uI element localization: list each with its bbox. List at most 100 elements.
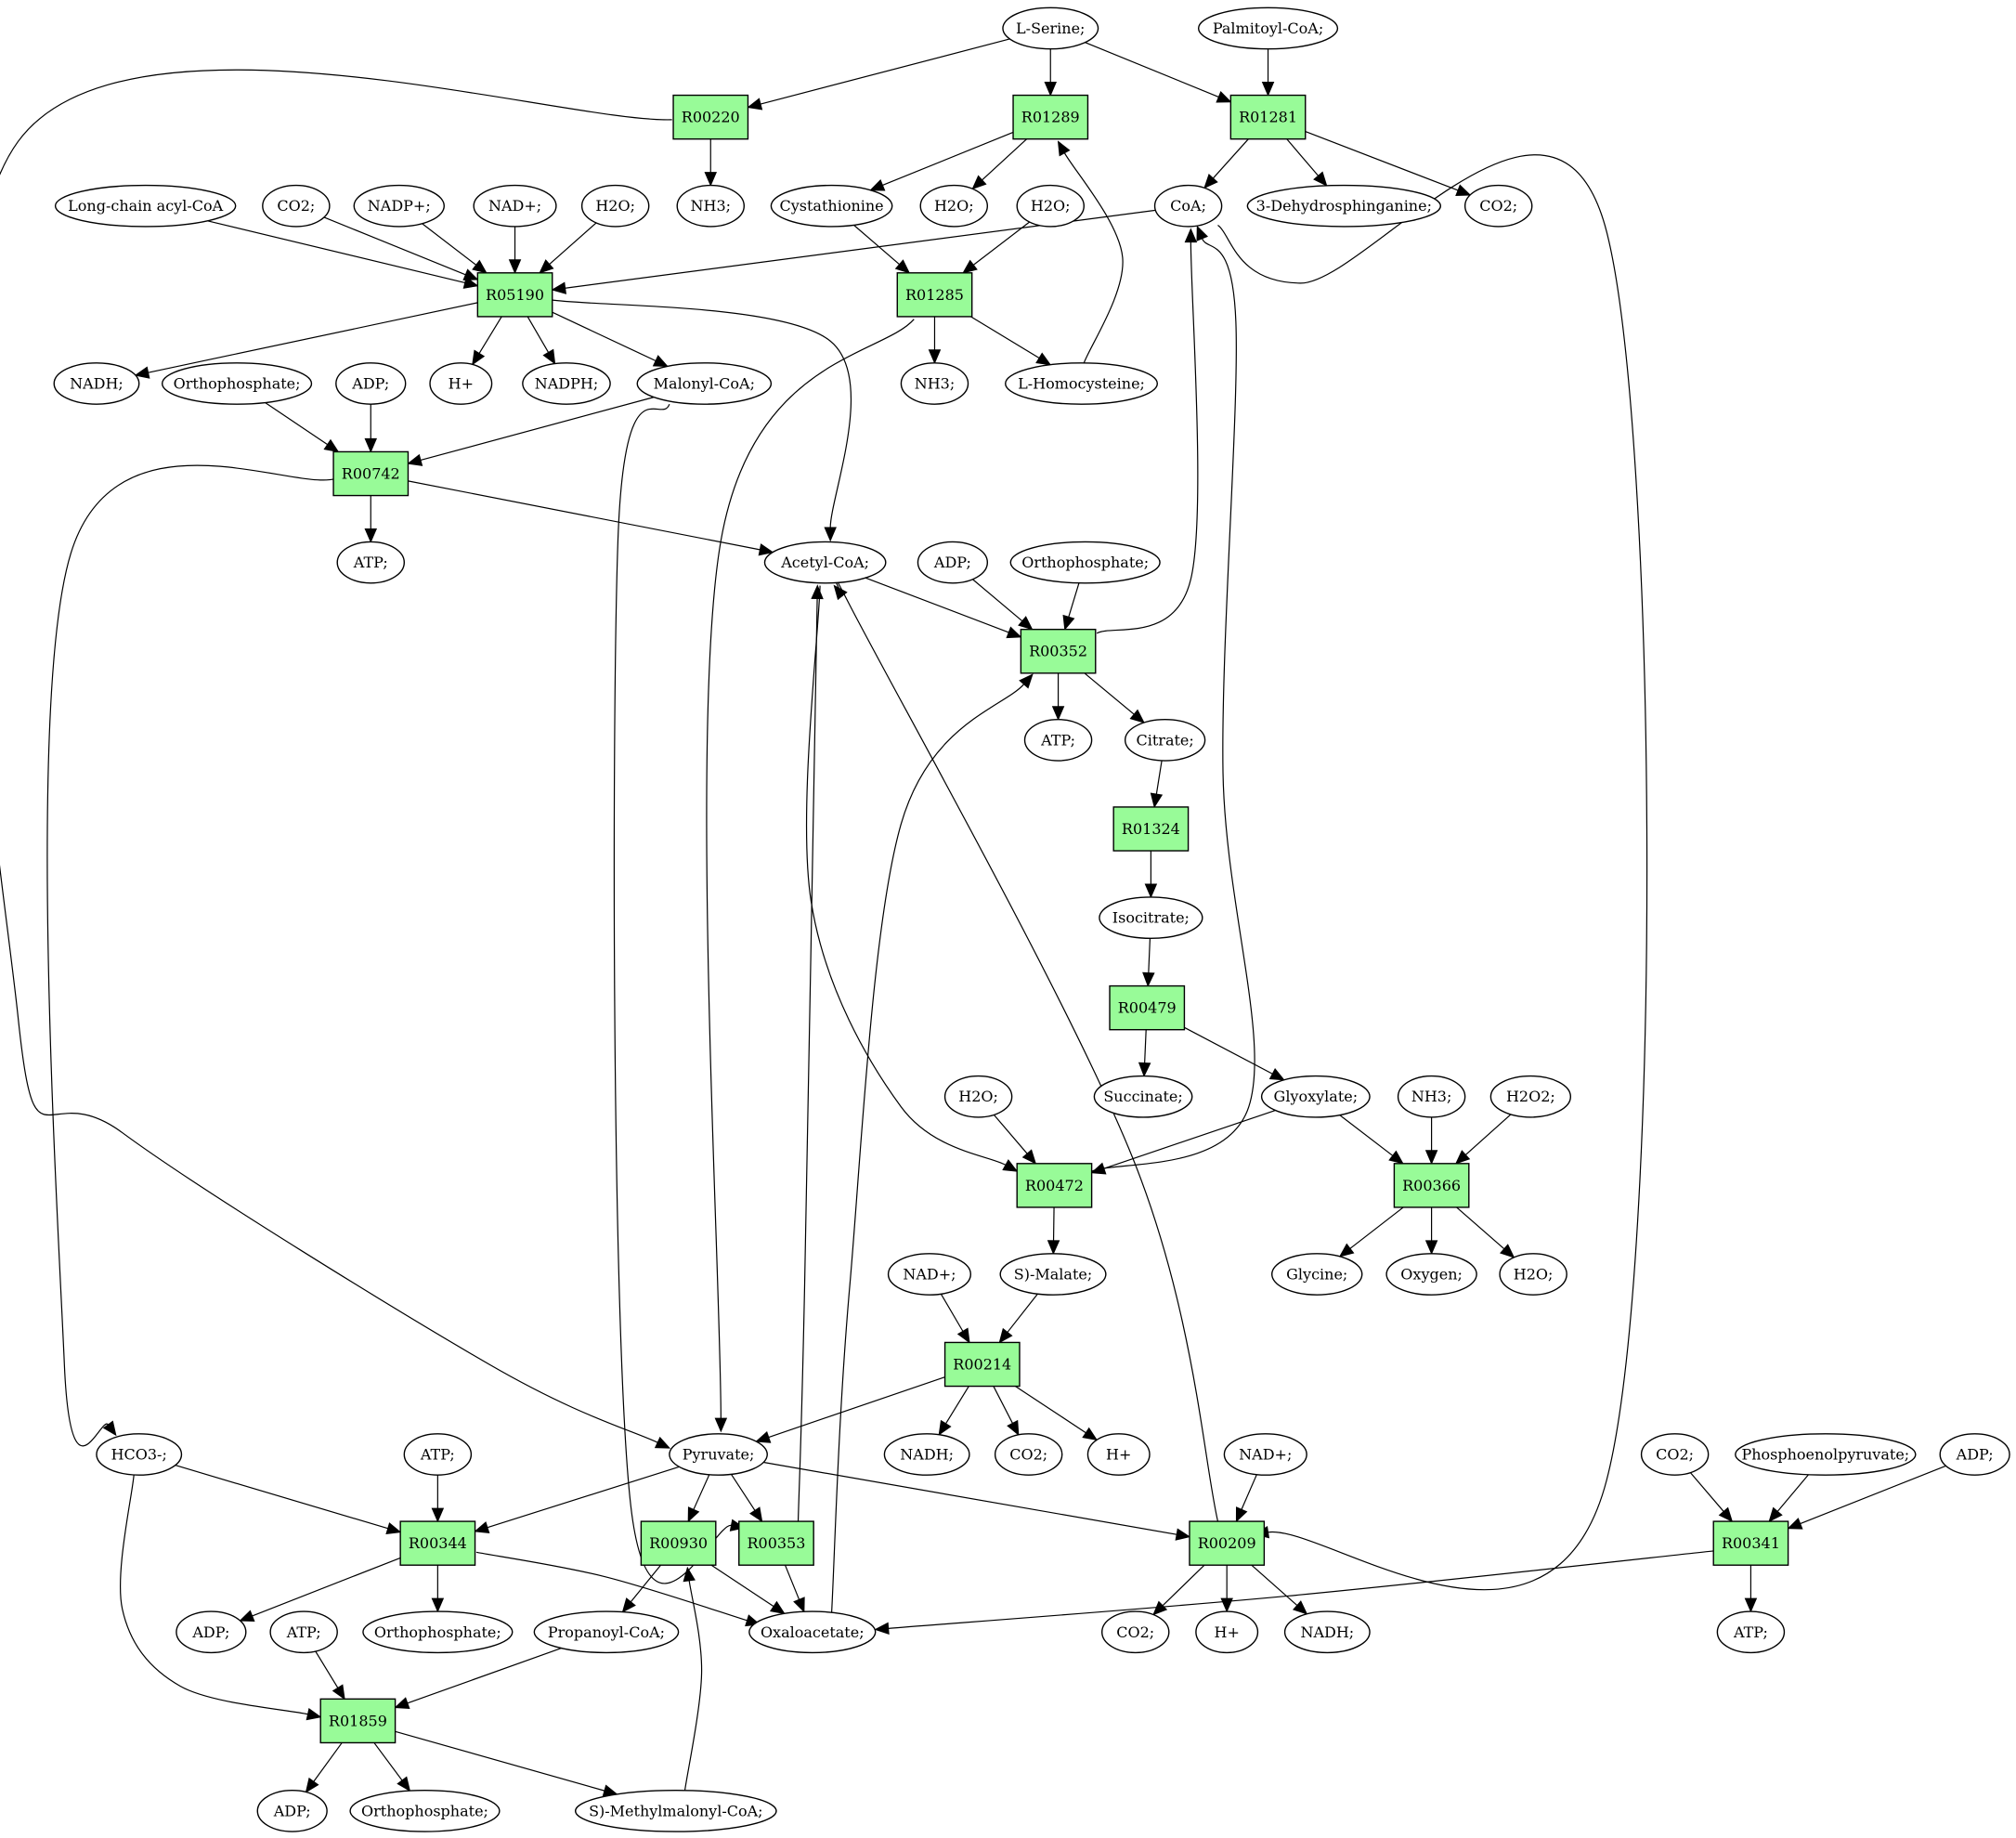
reaction-node-r00930[interactable]: R00930: [640, 1520, 717, 1566]
edge-hco3-to-r00344: [175, 1465, 402, 1535]
node-label: R00930: [649, 1534, 708, 1552]
compound-ellipse: [269, 1610, 338, 1654]
compound-node-co2[interactable]: CO2;: [1101, 1610, 1170, 1654]
reaction-box: [1109, 984, 1186, 1031]
compound-node-h2o[interactable]: H2O;: [943, 1075, 1013, 1118]
compound-node-atp[interactable]: ATP;: [1716, 1610, 1786, 1654]
compound-node-nh3[interactable]: NH3;: [676, 184, 746, 228]
node-label: NADH;: [70, 374, 124, 392]
edge-r00352-to-atp-b: [1051, 672, 1065, 721]
compound-node-nadp[interactable]: NADP+;: [353, 184, 445, 228]
compound-node-acetyl-coa[interactable]: Acetyl-CoA;: [763, 541, 887, 584]
compound-node-hco3[interactable]: HCO3-;: [96, 1433, 183, 1476]
compound-node-cystathionine[interactable]: Cystathionine: [770, 184, 893, 228]
edge-line: [613, 403, 732, 1584]
compound-node-atp[interactable]: ATP;: [269, 1610, 338, 1654]
reaction-node-r00352[interactable]: R00352: [1020, 628, 1097, 674]
compound-node-l-homocysteine[interactable]: L-Homocysteine;: [1005, 362, 1159, 405]
compound-node-h2o[interactable]: H2O;: [1016, 184, 1085, 228]
reaction-node-r00353[interactable]: R00353: [738, 1520, 814, 1566]
reaction-node-r00479[interactable]: R00479: [1109, 984, 1186, 1031]
compound-node-adp[interactable]: ADP;: [176, 1610, 247, 1654]
compound-node-orthophosphate[interactable]: Orthophosphate;: [161, 362, 313, 405]
compound-node-h2o[interactable]: H2O;: [580, 184, 650, 228]
node-label: ADP;: [351, 374, 389, 392]
compound-node-malonyl-coa[interactable]: Malonyl-CoA;: [636, 362, 773, 405]
arrow-head-icon: [1388, 1150, 1404, 1165]
reaction-node-r01859[interactable]: R01859: [319, 1698, 397, 1744]
compound-node-h[interactable]: H+: [1086, 1433, 1151, 1476]
compound-node-atp[interactable]: ATP;: [1023, 718, 1093, 762]
compound-node-adp[interactable]: ADP;: [335, 362, 407, 405]
edge-line: [853, 224, 900, 266]
edge-nad-c-to-r00209: [1235, 1474, 1257, 1523]
compound-node-nh3[interactable]: NH3;: [1397, 1075, 1466, 1118]
compound-node-co2[interactable]: CO2;: [994, 1433, 1063, 1476]
compound-node-nad[interactable]: NAD+;: [473, 184, 557, 228]
compound-node-propanoyl-coa[interactable]: Propanoyl-CoA;: [533, 1610, 680, 1654]
compound-node-oxygen[interactable]: Oxygen;: [1385, 1253, 1477, 1296]
compound-node-3-dehydrosphinganine[interactable]: 3-Dehydrosphinganine;: [1246, 184, 1442, 228]
reaction-node-r00344[interactable]: R00344: [399, 1520, 476, 1566]
reaction-node-r00220[interactable]: R00220: [672, 94, 749, 140]
compound-node-palmitoyl-coa[interactable]: Palmitoyl-CoA;: [1197, 7, 1339, 50]
reaction-node-r00209[interactable]: R00209: [1189, 1520, 1266, 1566]
reaction-node-r00742[interactable]: R00742: [332, 450, 410, 497]
compound-node-atp[interactable]: ATP;: [336, 541, 406, 584]
compound-node-oxaloacetate[interactable]: Oxaloacetate;: [748, 1610, 877, 1654]
compound-node-h2o[interactable]: H2O;: [919, 184, 989, 228]
arrow-head-icon: [874, 1622, 890, 1636]
compound-node-l-serine[interactable]: L-Serine;: [1002, 7, 1099, 50]
compound-node-co2[interactable]: CO2;: [1463, 184, 1533, 228]
arrow-head-icon: [1768, 1506, 1783, 1523]
compound-node-s-methylmalonyl-coa[interactable]: S)-Methylmalonyl-CoA;: [574, 1790, 777, 1832]
arrow-head-icon: [1268, 1068, 1285, 1081]
compound-node-coa[interactable]: CoA;: [1153, 184, 1223, 228]
compound-node-pyruvate[interactable]: Pyruvate;: [669, 1433, 768, 1476]
node-label: Oxaloacetate;: [761, 1623, 865, 1641]
compound-node-succinate[interactable]: Succinate;: [1093, 1075, 1193, 1118]
compound-node-orthophosphate[interactable]: Orthophosphate;: [349, 1790, 501, 1832]
reaction-node-r01324[interactable]: R01324: [1112, 806, 1190, 852]
compound-node-adp[interactable]: ADP;: [1939, 1433, 2010, 1476]
compound-node-citrate[interactable]: Citrate;: [1124, 718, 1206, 762]
edge-r00366-to-glycine: [1338, 1206, 1404, 1258]
compound-ellipse: [1005, 362, 1159, 405]
reaction-node-r00472[interactable]: R00472: [1016, 1163, 1093, 1208]
reaction-node-r01289[interactable]: R01289: [1012, 94, 1089, 140]
compound-node-glycine[interactable]: Glycine;: [1270, 1253, 1363, 1296]
reaction-node-r01281[interactable]: R01281: [1229, 94, 1307, 140]
compound-node-s-malate[interactable]: S)-Malate;: [999, 1253, 1107, 1296]
reaction-node-r05190[interactable]: R05190: [476, 272, 553, 318]
compound-node-phosphoenolpyruvate[interactable]: Phosphoenolpyruvate;: [1735, 1433, 1917, 1476]
compound-node-h[interactable]: H+: [1195, 1610, 1259, 1654]
compound-node-nadh[interactable]: NADH;: [53, 362, 140, 405]
edge-r00344-to-adp-d: [239, 1557, 401, 1623]
compound-node-adp[interactable]: ADP;: [917, 541, 989, 584]
compound-node-h2o2[interactable]: H2O2;: [1489, 1075, 1572, 1118]
compound-node-nad[interactable]: NAD+;: [1223, 1433, 1307, 1476]
edge-pyruvate-to-r00344: [474, 1466, 680, 1533]
compound-node-nadh[interactable]: NADH;: [1283, 1610, 1371, 1654]
reaction-node-r00341[interactable]: R00341: [1712, 1520, 1789, 1566]
reaction-node-r01285[interactable]: R01285: [896, 272, 973, 318]
compound-node-orthophosphate[interactable]: Orthophosphate;: [1009, 541, 1161, 584]
compound-node-adp[interactable]: ADP;: [256, 1790, 328, 1832]
compound-node-nad[interactable]: NAD+;: [887, 1253, 971, 1296]
reaction-node-r00214[interactable]: R00214: [943, 1341, 1021, 1388]
compound-node-nadph[interactable]: NADPH;: [522, 362, 611, 405]
compound-node-co2[interactable]: CO2;: [262, 184, 331, 228]
compound-node-atp[interactable]: ATP;: [403, 1433, 473, 1476]
compound-node-orthophosphate[interactable]: Orthophosphate;: [362, 1610, 514, 1654]
compound-node-glyoxylate[interactable]: Glyoxylate;: [1260, 1075, 1371, 1118]
compound-node-co2[interactable]: CO2;: [1640, 1433, 1710, 1476]
compound-node-h2o[interactable]: H2O;: [1499, 1253, 1567, 1296]
compound-node-h[interactable]: H+: [429, 362, 493, 405]
compound-node-nh3[interactable]: NH3;: [900, 362, 969, 405]
compound-node-isocitrate[interactable]: Isocitrate;: [1099, 896, 1203, 939]
arrow-head-icon: [652, 355, 669, 367]
reaction-node-r00366[interactable]: R00366: [1393, 1163, 1470, 1208]
compound-node-long-chain-acyl-coa[interactable]: Long-chain acyl-CoA: [54, 184, 237, 228]
compound-node-nadh[interactable]: NADH;: [883, 1433, 970, 1476]
arrow-head-icon: [938, 1419, 952, 1436]
